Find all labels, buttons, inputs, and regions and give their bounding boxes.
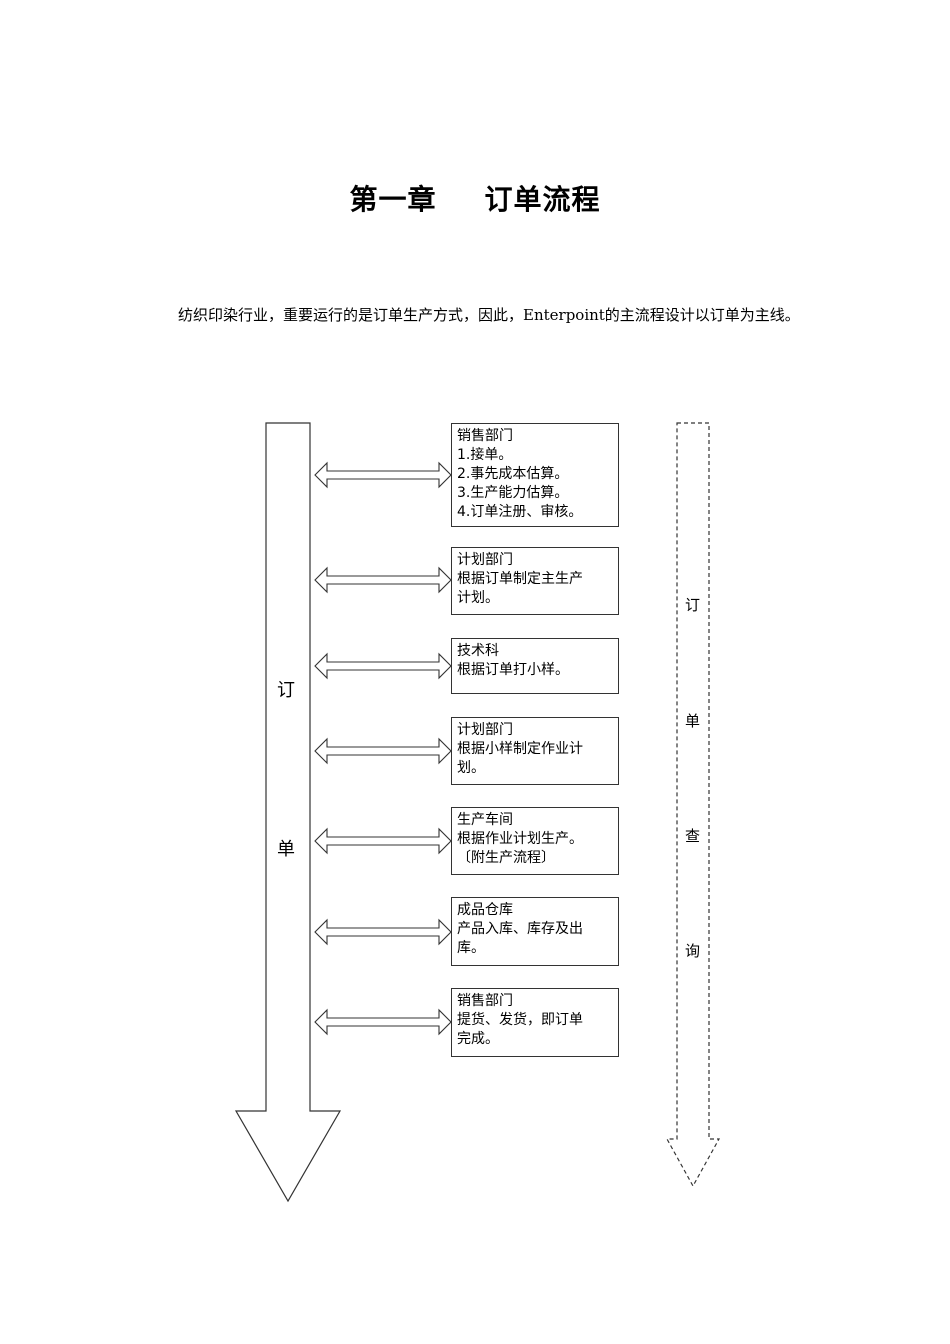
step-line: 〔附生产流程〕: [457, 850, 555, 866]
step-line: 完成。: [457, 1031, 499, 1047]
step-line: 库。: [457, 940, 485, 956]
double-arrow-connector: [314, 566, 452, 594]
step-dept: 成品仓库: [457, 902, 513, 918]
connector-arrows: [314, 461, 452, 1036]
step-box: 计划部门根据订单制定主生产计划。: [451, 547, 619, 615]
step-dept: 销售部门: [457, 993, 513, 1009]
double-arrow-connector: [314, 737, 452, 765]
chapter-number: 第一章: [349, 183, 437, 216]
step-line: 根据订单制定主生产: [457, 571, 583, 587]
step-dept: 生产车间: [457, 812, 513, 828]
step-box: 销售部门提货、发货，即订单完成。: [451, 988, 619, 1057]
step-line: 根据小样制定作业计: [457, 741, 583, 757]
main-order-arrow: [234, 422, 342, 1203]
intro-paragraph: 纺织印染行业，重要运行的是订单生产方式，因此，Enterpoint的主流程设计以…: [178, 306, 800, 324]
double-arrow-connector: [314, 827, 452, 855]
step-dept: 技术科: [457, 643, 499, 659]
step-line: 1.接单。: [457, 447, 513, 463]
step-dept: 计划部门: [457, 552, 513, 568]
double-arrow-connector: [314, 918, 452, 946]
chapter-title: 订单流程: [484, 183, 601, 216]
step-line: 提货、发货，即订单: [457, 1012, 583, 1028]
step-box: 销售部门 1.接单。 2.事先成本估算。 3.生产能力估算。 4.订单注册、审核。: [451, 423, 619, 527]
step-dept: 销售部门: [457, 428, 513, 444]
step-line: 产品入库、库存及出: [457, 921, 583, 937]
query-flow-char-1: 订: [685, 596, 701, 614]
step-line: 2.事先成本估算。: [457, 466, 569, 482]
step-box: 成品仓库产品入库、库存及出库。: [451, 897, 619, 966]
step-box: 计划部门根据小样制定作业计划。: [451, 717, 619, 785]
step-line: 计划。: [457, 590, 499, 606]
main-flow-char-2: 单: [277, 839, 295, 860]
query-flow-char-3: 查: [685, 827, 701, 845]
step-line: 根据作业计划生产。: [457, 831, 583, 847]
step-dept: 计划部门: [457, 722, 513, 738]
double-arrow-connector: [314, 652, 452, 680]
chapter-heading: 第一章 订单流程: [0, 178, 950, 218]
query-flow-char-2: 单: [685, 712, 701, 730]
step-line: 根据订单打小样。: [457, 662, 569, 678]
step-box: 生产车间根据作业计划生产。〔附生产流程〕: [451, 807, 619, 875]
double-arrow-connector: [314, 461, 452, 489]
step-line: 4.订单注册、审核。: [457, 504, 583, 520]
query-flow-char-4: 询: [685, 942, 701, 960]
step-box: 技术科根据订单打小样。: [451, 638, 619, 694]
step-line: 划。: [457, 760, 485, 776]
step-line: 3.生产能力估算。: [457, 485, 569, 501]
double-arrow-connector: [314, 1008, 452, 1036]
main-flow-char-1: 订: [277, 680, 295, 701]
order-query-arrow: [665, 422, 721, 1188]
